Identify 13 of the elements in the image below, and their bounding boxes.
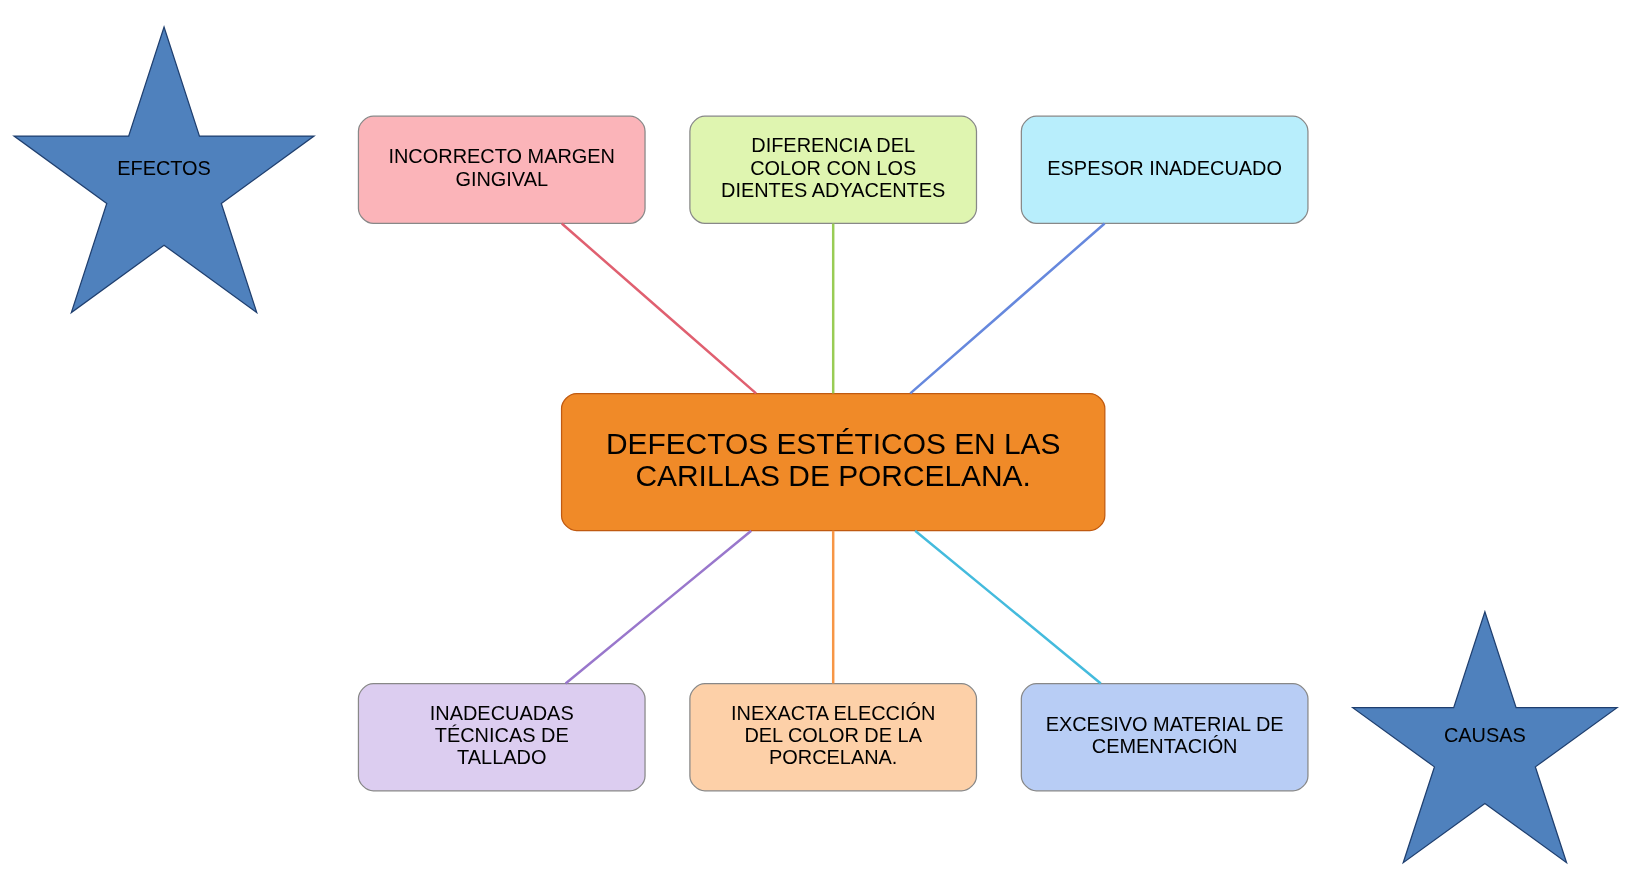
connector [564, 529, 752, 684]
node-box: DIFERENCIA DEL COLOR CON LOS DIENTES ADYACENTES [688, 115, 977, 224]
connector [560, 222, 757, 394]
connector [913, 529, 1102, 684]
node-box: INEXACTA ELECCIÓN DEL COLOR DE LA PORCELANA. [688, 682, 977, 791]
node-box: INCORRECTO MARGEN GINGIVAL [357, 115, 646, 224]
node-box: EXCESIVO MATERIAL DE CEMENTACIÓN [1020, 682, 1309, 791]
connector [831, 223, 834, 393]
node-box: DEFECTOS ESTÉTICOS EN LAS CARILLAS DE PORCELANA. [560, 392, 1105, 531]
connector [831, 530, 834, 683]
node-box: ESPESOR INADECUADO [1020, 115, 1309, 224]
connector [909, 222, 1105, 394]
node-box: INADECUADAS TÉCNICAS DE TALLADO [357, 682, 646, 791]
